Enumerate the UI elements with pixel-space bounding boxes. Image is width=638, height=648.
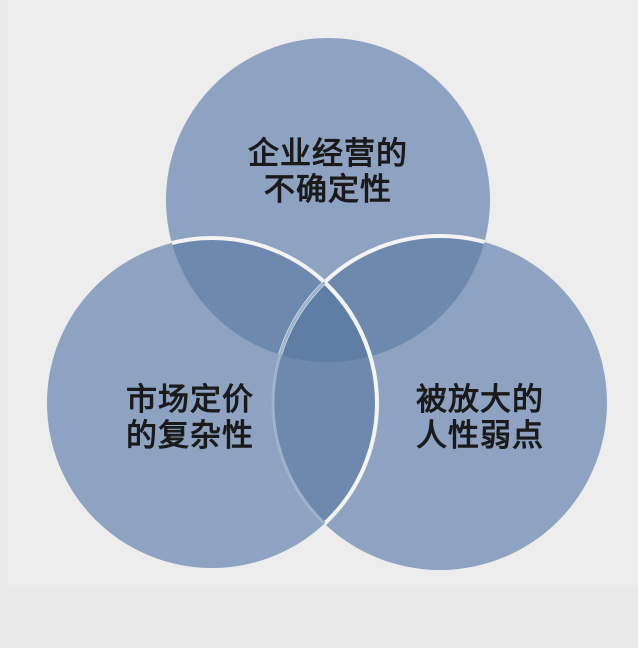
- label-left-line2: 的复杂性: [126, 418, 254, 454]
- label-right: 被放大的 人性弱点: [400, 382, 560, 454]
- label-left: 市场定价 的复杂性: [110, 382, 270, 454]
- label-top: 企业经营的 不确定性: [228, 136, 428, 208]
- label-top-line2: 不确定性: [264, 172, 392, 208]
- label-top-line1: 企业经营的: [248, 136, 408, 172]
- label-left-line1: 市场定价: [126, 382, 254, 418]
- label-right-line1: 被放大的: [416, 382, 544, 418]
- label-right-line2: 人性弱点: [416, 418, 544, 454]
